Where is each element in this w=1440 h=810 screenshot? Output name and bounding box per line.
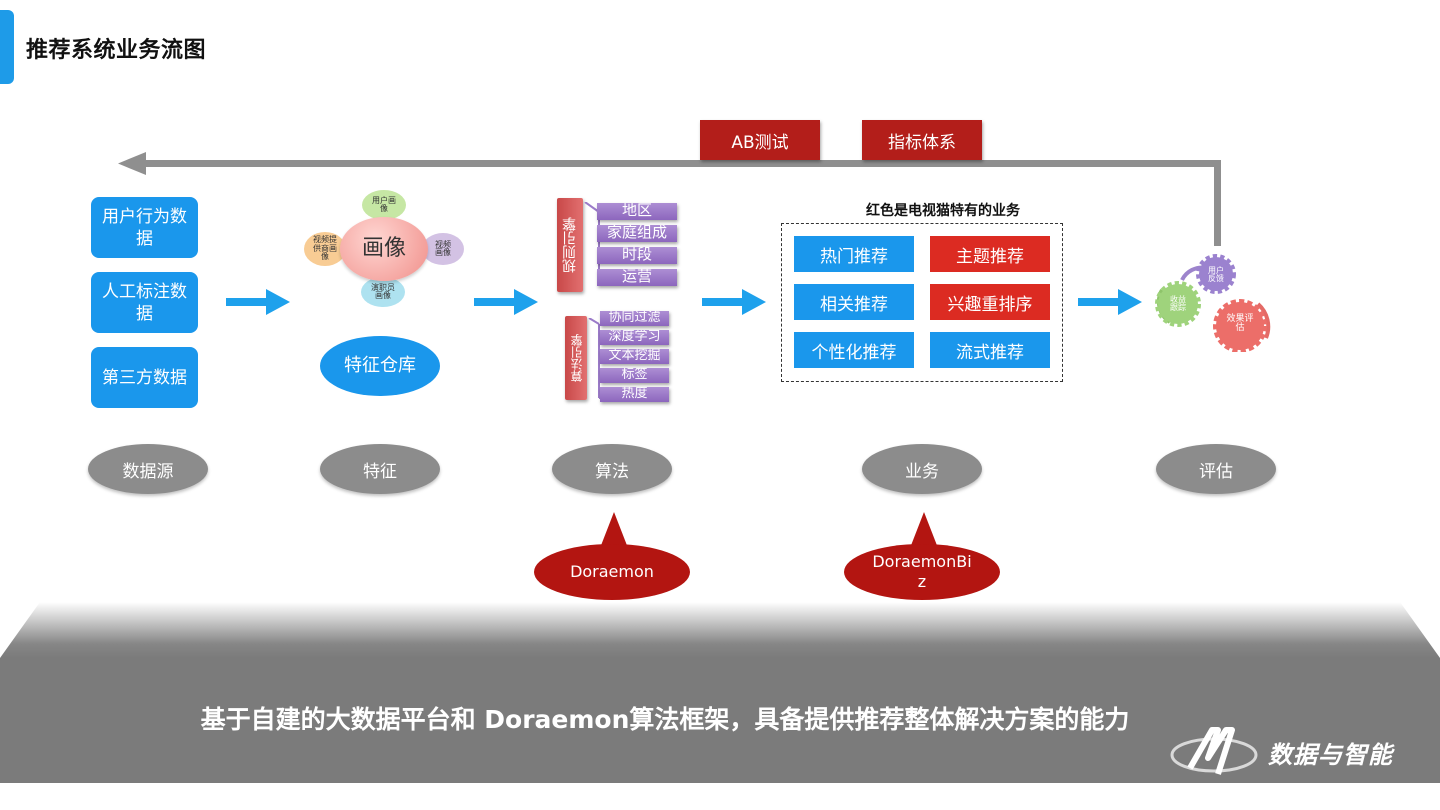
biz-topic-recommend: 主题推荐 bbox=[930, 236, 1050, 272]
callout-doraemon: Doraemon bbox=[534, 544, 690, 600]
tag-metric-system: 指标体系 bbox=[862, 120, 982, 160]
algo-engine-header: 算法引擎 bbox=[565, 316, 587, 400]
profile-core: 画像 bbox=[340, 217, 428, 281]
biz-personalized-recommend: 个性化推荐 bbox=[794, 332, 914, 368]
brand-logo-text: 数据与智能 bbox=[1268, 741, 1393, 769]
business-note: 红色是电视猫特有的业务 bbox=[866, 203, 1020, 219]
biz-hot-recommend: 热门推荐 bbox=[794, 236, 914, 272]
page-title: 推荐系统业务流图 bbox=[26, 38, 207, 63]
biz-streaming-recommend: 流式推荐 bbox=[930, 332, 1050, 368]
rule-item-time-slot: 时段 bbox=[597, 247, 677, 264]
callout-doraemon-biz: DoraemonBiz bbox=[844, 544, 1000, 600]
algo-item-text-mining: 文本挖掘 bbox=[600, 349, 669, 364]
rule-item-family: 家庭组成 bbox=[597, 225, 677, 242]
brand-logo-icon bbox=[1170, 727, 1258, 775]
stage-business: 业务 bbox=[862, 444, 982, 494]
evaluation-gears-icon bbox=[1155, 254, 1271, 352]
flow-arrow-icon bbox=[226, 289, 290, 315]
gear-user-feedback-label: 用户反馈 bbox=[1208, 265, 1224, 283]
flow-arrow-icon bbox=[702, 289, 766, 315]
video-profile-bubble: 视频画像 bbox=[422, 233, 464, 265]
stage-data-source: 数据源 bbox=[88, 444, 208, 494]
rule-item-operation: 运营 bbox=[597, 269, 677, 286]
feature-warehouse: 特征仓库 bbox=[320, 336, 440, 396]
tag-ab-test: AB测试 bbox=[700, 120, 820, 160]
user-profile-bubble: 用户画像 bbox=[362, 190, 406, 220]
biz-interest-rerank: 兴趣重排序 bbox=[930, 284, 1050, 320]
rule-engine-header: 规则引擎 bbox=[557, 198, 583, 292]
gear-effect-evaluation-label: 效果评估 bbox=[1226, 313, 1254, 333]
flow-arrow-icon bbox=[474, 289, 538, 315]
data-source-third-party: 第三方数据 bbox=[91, 347, 198, 408]
algo-item-tags: 标签 bbox=[600, 368, 669, 383]
stage-algorithm: 算法 bbox=[552, 444, 672, 494]
stage-feature: 特征 bbox=[320, 444, 440, 494]
business-frame bbox=[781, 223, 1063, 382]
callout-pointer bbox=[910, 512, 938, 548]
cast-profile-bubble: 演职员画像 bbox=[361, 277, 405, 307]
gear-revenue-tracking-label: 收益跟踪 bbox=[1170, 294, 1186, 312]
algo-item-cf: 协同过滤 bbox=[600, 311, 669, 326]
callout-pointer bbox=[600, 512, 628, 548]
title-accent-bar bbox=[0, 10, 14, 84]
data-source-manual-annotation: 人工标注数据 bbox=[91, 272, 198, 333]
stage-evaluation: 评估 bbox=[1156, 444, 1276, 494]
footer-band bbox=[0, 602, 1440, 810]
data-source-user-behavior: 用户行为数据 bbox=[91, 197, 198, 258]
footer-statement: 基于自建的大数据平台和 Doraemon算法框架，具备提供推荐整体解决方案的能力 bbox=[200, 705, 1130, 734]
rule-item-region: 地区 bbox=[597, 203, 677, 220]
algo-item-deep-learning: 深度学习 bbox=[600, 330, 669, 345]
video-provider-profile-bubble: 视频提供商画像 bbox=[304, 232, 346, 266]
algo-item-hotness: 热度 bbox=[600, 387, 669, 402]
biz-related-recommend: 相关推荐 bbox=[794, 284, 914, 320]
flow-arrow-icon bbox=[1078, 289, 1142, 315]
